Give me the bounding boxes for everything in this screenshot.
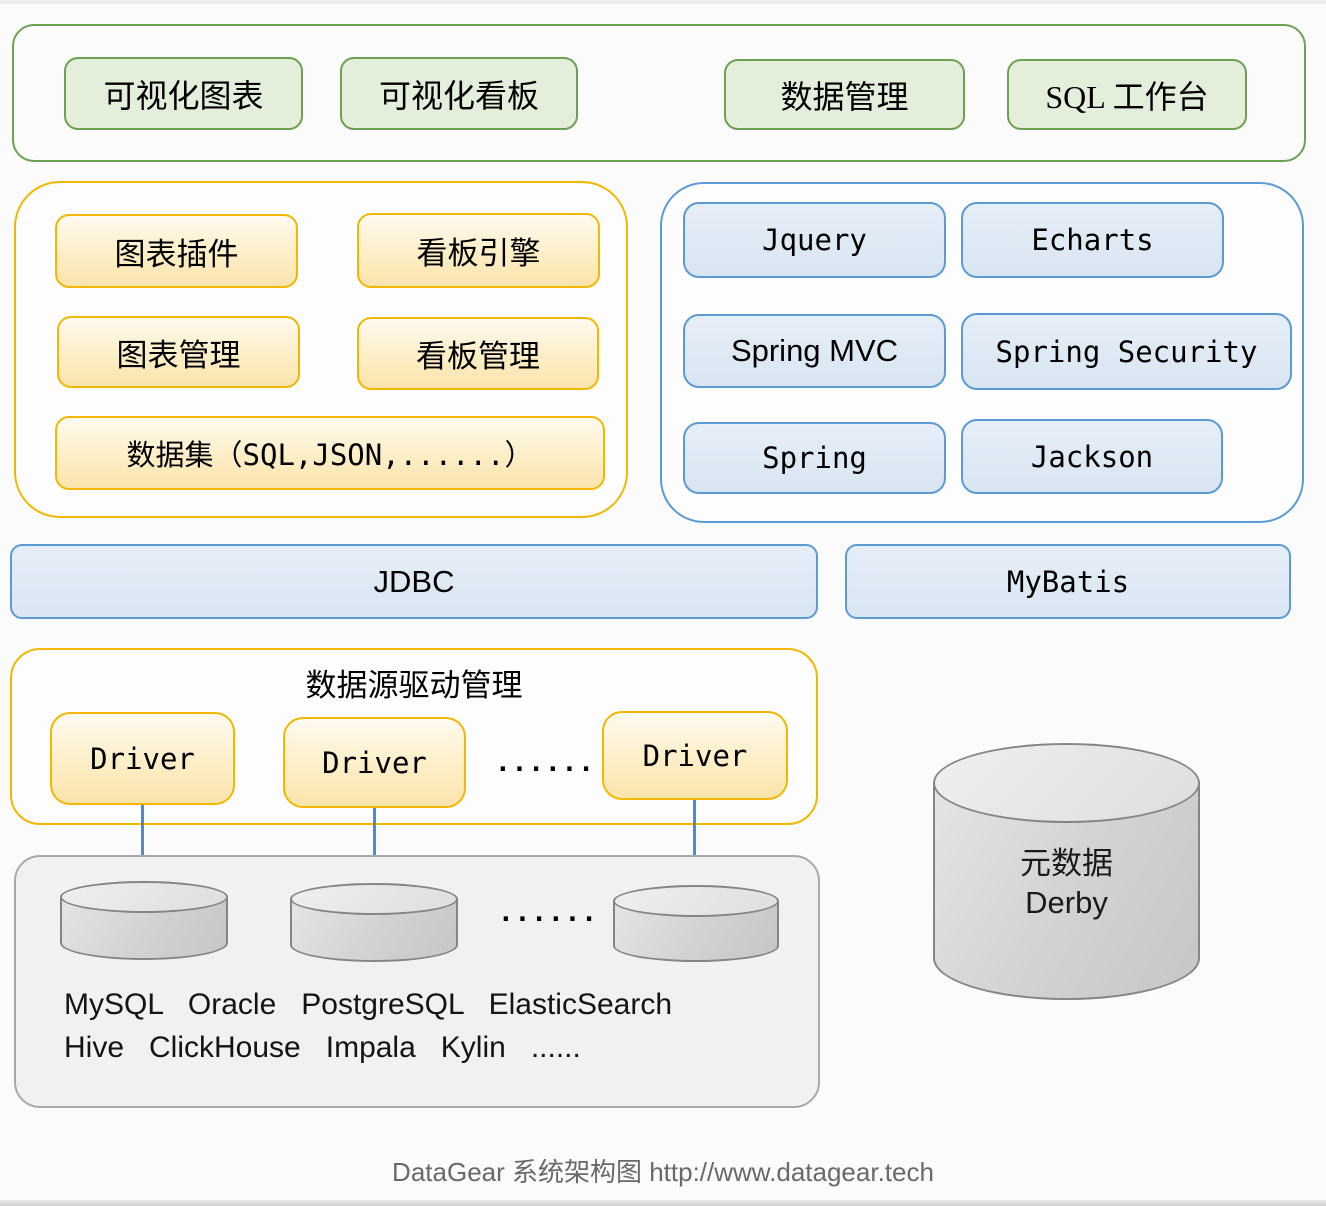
framework-box-jquery: Jquery [683,202,946,278]
app-box-label: SQL 工作台 [1045,78,1209,115]
module-box-label: 数据集（SQL,JSON,......） [126,438,534,472]
metadata-engine: Derby [1025,885,1108,920]
framework-box-spring: Spring [683,422,946,494]
metadata-title: 元数据 [1020,846,1113,881]
app-layer-container [12,24,1306,162]
module-box-label: 图表插件 [114,236,239,272]
module-box-chart-plugin: 图表插件 [55,214,298,288]
bottom-edge-divider [0,1200,1326,1206]
framework-box-label: Spring [762,441,867,475]
cylinder-top-ellipse [290,883,458,915]
app-box-label: 数据管理 [780,78,909,115]
jdbc-bar: JDBC [10,544,818,619]
framework-box-echarts: Echarts [961,202,1224,278]
module-box-label: 图表管理 [116,337,241,373]
framework-box-label: Jackson [1030,439,1154,474]
framework-box-label: Echarts [1031,223,1154,257]
connector-arrow-down [693,800,696,867]
driver-box: Driver [50,712,235,805]
framework-box-label: Spring MVC [730,333,899,368]
datasource-ellipsis: ...... [498,898,598,928]
database-cylinder [60,881,228,960]
module-box-dashboard-management: 看板管理 [357,317,599,390]
framework-box-label: Jquery [762,223,867,257]
jdbc-label: JDBC [373,563,455,599]
app-box-visual-chart: 可视化图表 [64,57,303,130]
app-box-visual-dashboard: 可视化看板 [340,57,578,130]
datasource-names-line2: Hive ClickHouse Impala Kylin ...... [64,1031,581,1064]
driver-label: Driver [642,738,748,773]
connector-arrow-down [373,808,376,867]
cylinder-top-ellipse [933,743,1200,823]
mybatis-bar: MyBatis [845,544,1291,619]
footer-caption: DataGear 系统架构图 http://www.datagear.tech [392,1157,934,1187]
framework-box-label: Spring Security [995,334,1258,369]
module-box-label: 看板管理 [416,339,540,374]
framework-box-spring-mvc: Spring MVC [683,314,946,388]
module-box-dashboard-engine: 看板引擎 [357,213,600,288]
app-box-sql-workbench: SQL 工作台 [1007,59,1247,130]
module-box-dataset: 数据集（SQL,JSON,......） [55,416,605,490]
database-cylinder [613,885,779,962]
database-cylinder [290,883,458,962]
cylinder-top-ellipse [613,885,779,917]
driver-box: Driver [602,711,788,800]
top-edge-divider [0,0,1326,4]
framework-box-jackson: Jackson [961,419,1223,494]
module-box-label: 看板引擎 [416,236,541,271]
datasource-names-line1: MySQL Oracle PostgreSQL ElasticSearch [64,988,672,1021]
driver-manager-title: 数据源驱动管理 [305,668,523,703]
driver-label: Driver [90,741,195,776]
framework-box-spring-security: Spring Security [961,313,1292,390]
cylinder-top-ellipse [60,881,228,913]
driver-label: Driver [322,745,427,780]
module-box-chart-management: 图表管理 [57,316,300,388]
app-box-label: 可视化图表 [103,77,264,114]
driver-box: Driver [283,717,466,808]
driver-ellipsis: ...... [495,748,595,778]
app-box-label: 可视化看板 [378,77,539,114]
metadata-cylinder: 元数据 Derby [933,743,1200,1000]
connector-arrow-down [141,805,144,867]
mybatis-label: MyBatis [1006,564,1130,599]
app-box-data-management: 数据管理 [724,59,965,130]
